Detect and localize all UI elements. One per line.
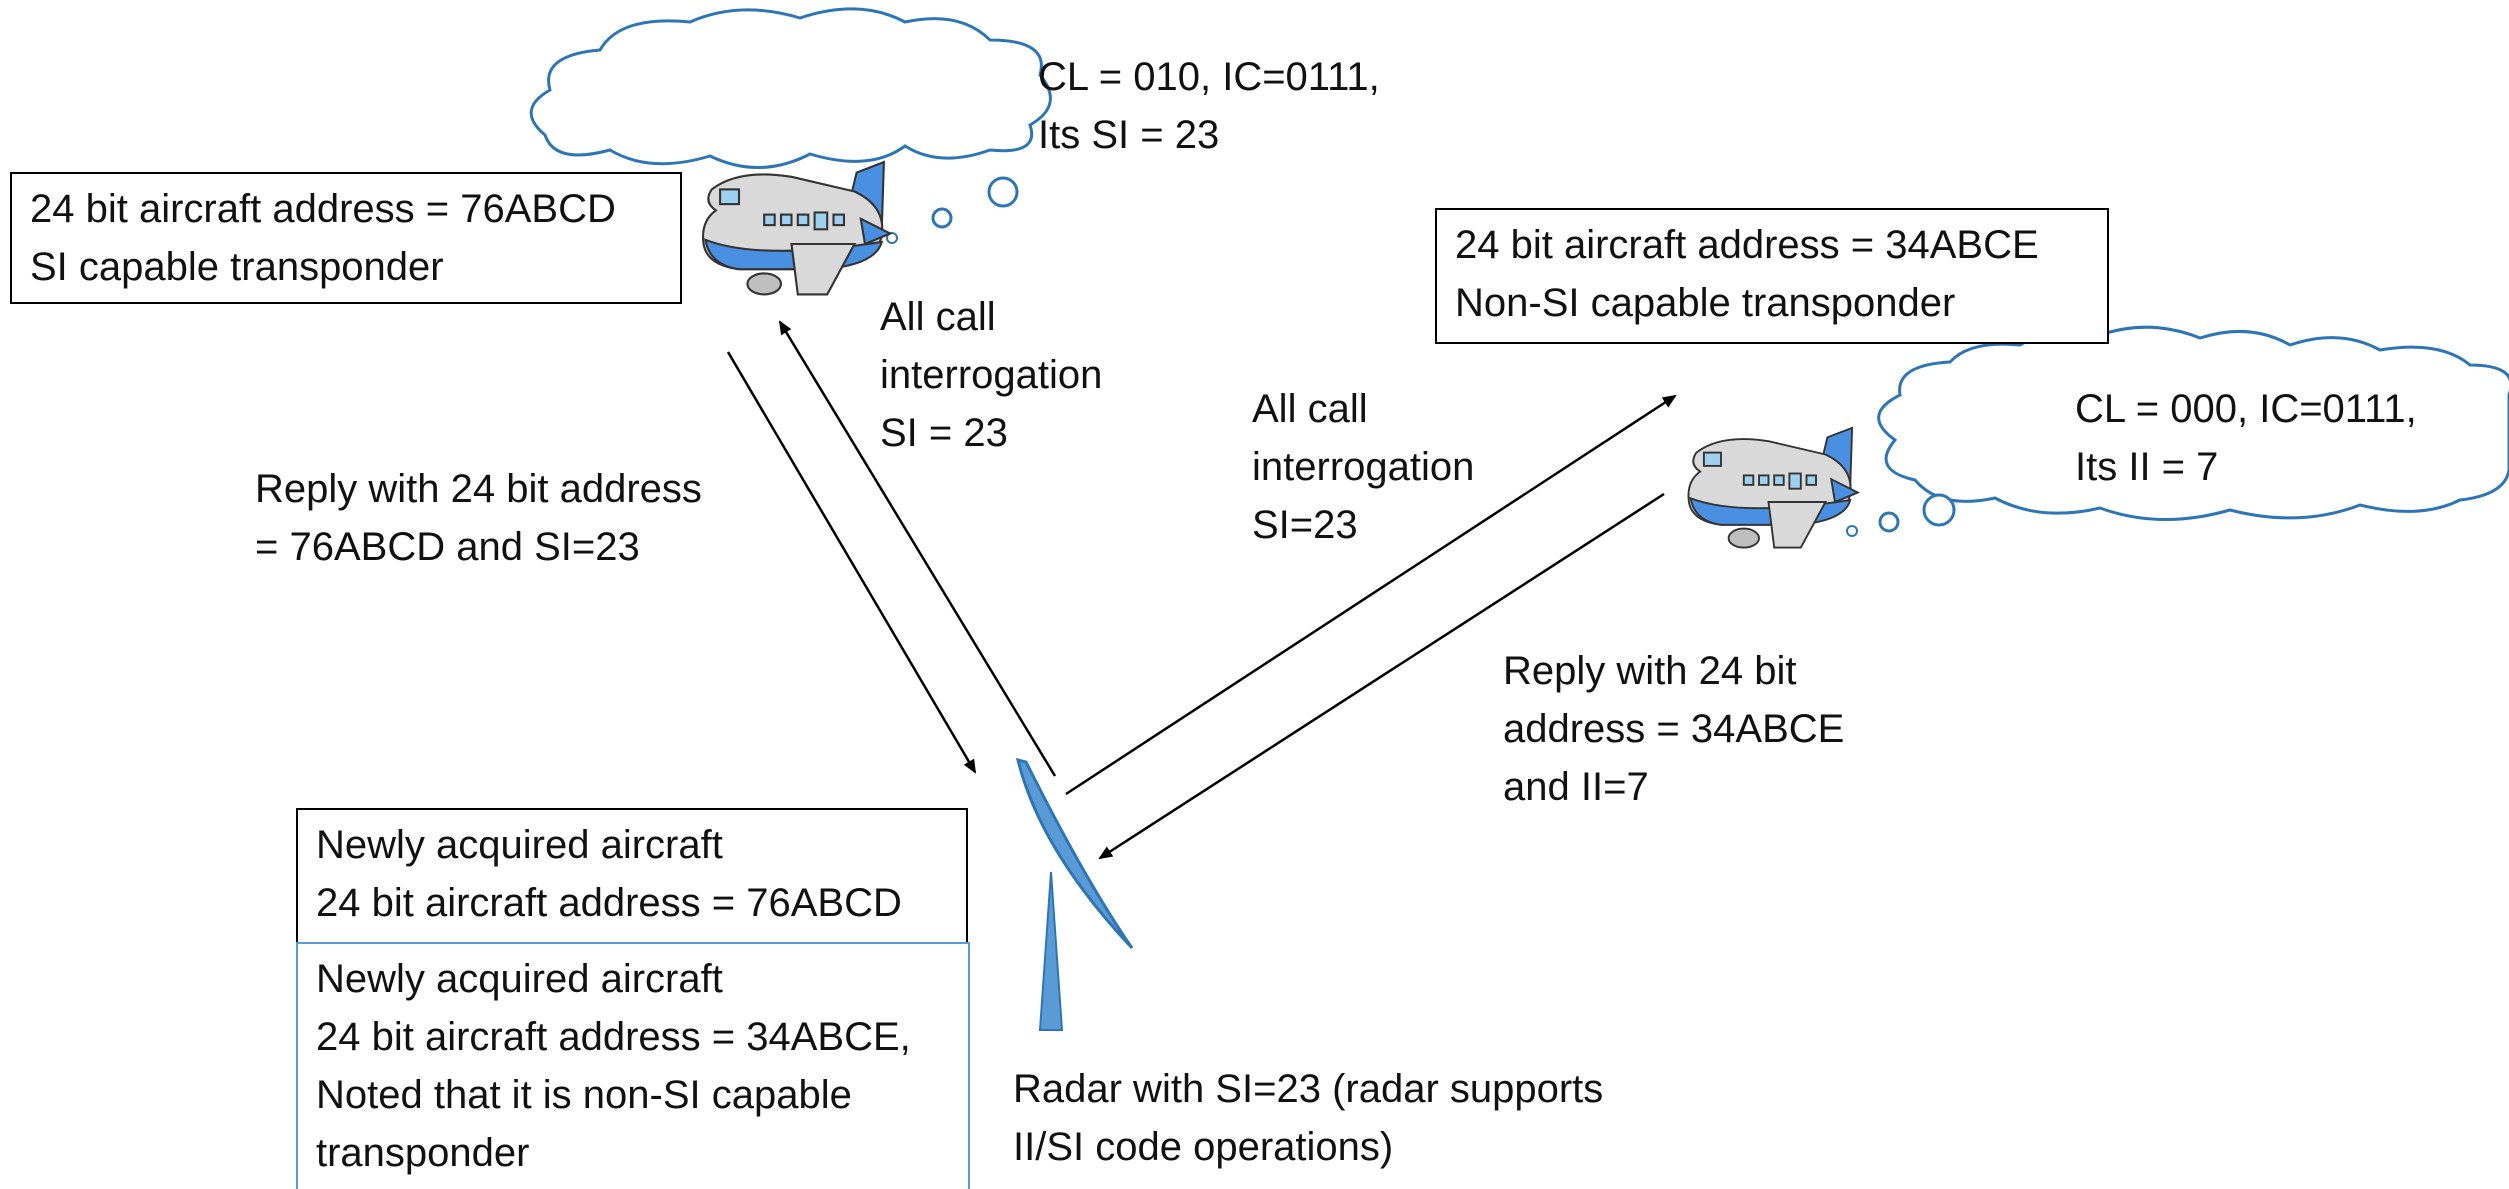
interrogation-label-1: All call interrogation SI = 23 (880, 295, 1103, 455)
radar-acquired-box-1: Newly acquired aircraft 24 bit aircraft … (296, 808, 968, 944)
interrogation-label-2: All call interrogation SI=23 (1252, 387, 1475, 547)
radar-acquired-box-2: Newly acquired aircraft 24 bit aircraft … (296, 942, 970, 1189)
radar-label: Radar with SI=23 (radar supports II/SI c… (1013, 1067, 1604, 1169)
aircraft-1-thought-text: CL = 010, IC=0111, Its SI = 23 (1038, 55, 1380, 157)
reply-label-2: Reply with 24 bit address = 34ABCE and I… (1503, 649, 1845, 809)
airplane-2-icon (1687, 426, 1859, 549)
aircraft-2-info-box: 24 bit aircraft address = 34ABCE Non-SI … (1435, 208, 2109, 344)
thought-cloud-aircraft-1 (529, 7, 1052, 244)
interrogation-arrow-aircraft-1 (778, 320, 1057, 777)
aircraft-2-thought-text: CL = 000, IC=0111, Its II = 7 (2075, 387, 2417, 489)
thought-cloud-aircraft-2 (1846, 325, 2509, 537)
airplane-1-icon (701, 161, 892, 296)
reply-arrow-aircraft-2 (1098, 492, 1665, 860)
radar-icon (1015, 757, 1134, 1031)
aircraft-1-info-box: 24 bit aircraft address = 76ABCD SI capa… (10, 172, 682, 304)
reply-label-1: Reply with 24 bit address = 76ABCD and S… (255, 467, 702, 569)
reply-arrow-aircraft-1 (726, 351, 977, 774)
interrogation-arrow-aircraft-2 (1065, 394, 1677, 796)
